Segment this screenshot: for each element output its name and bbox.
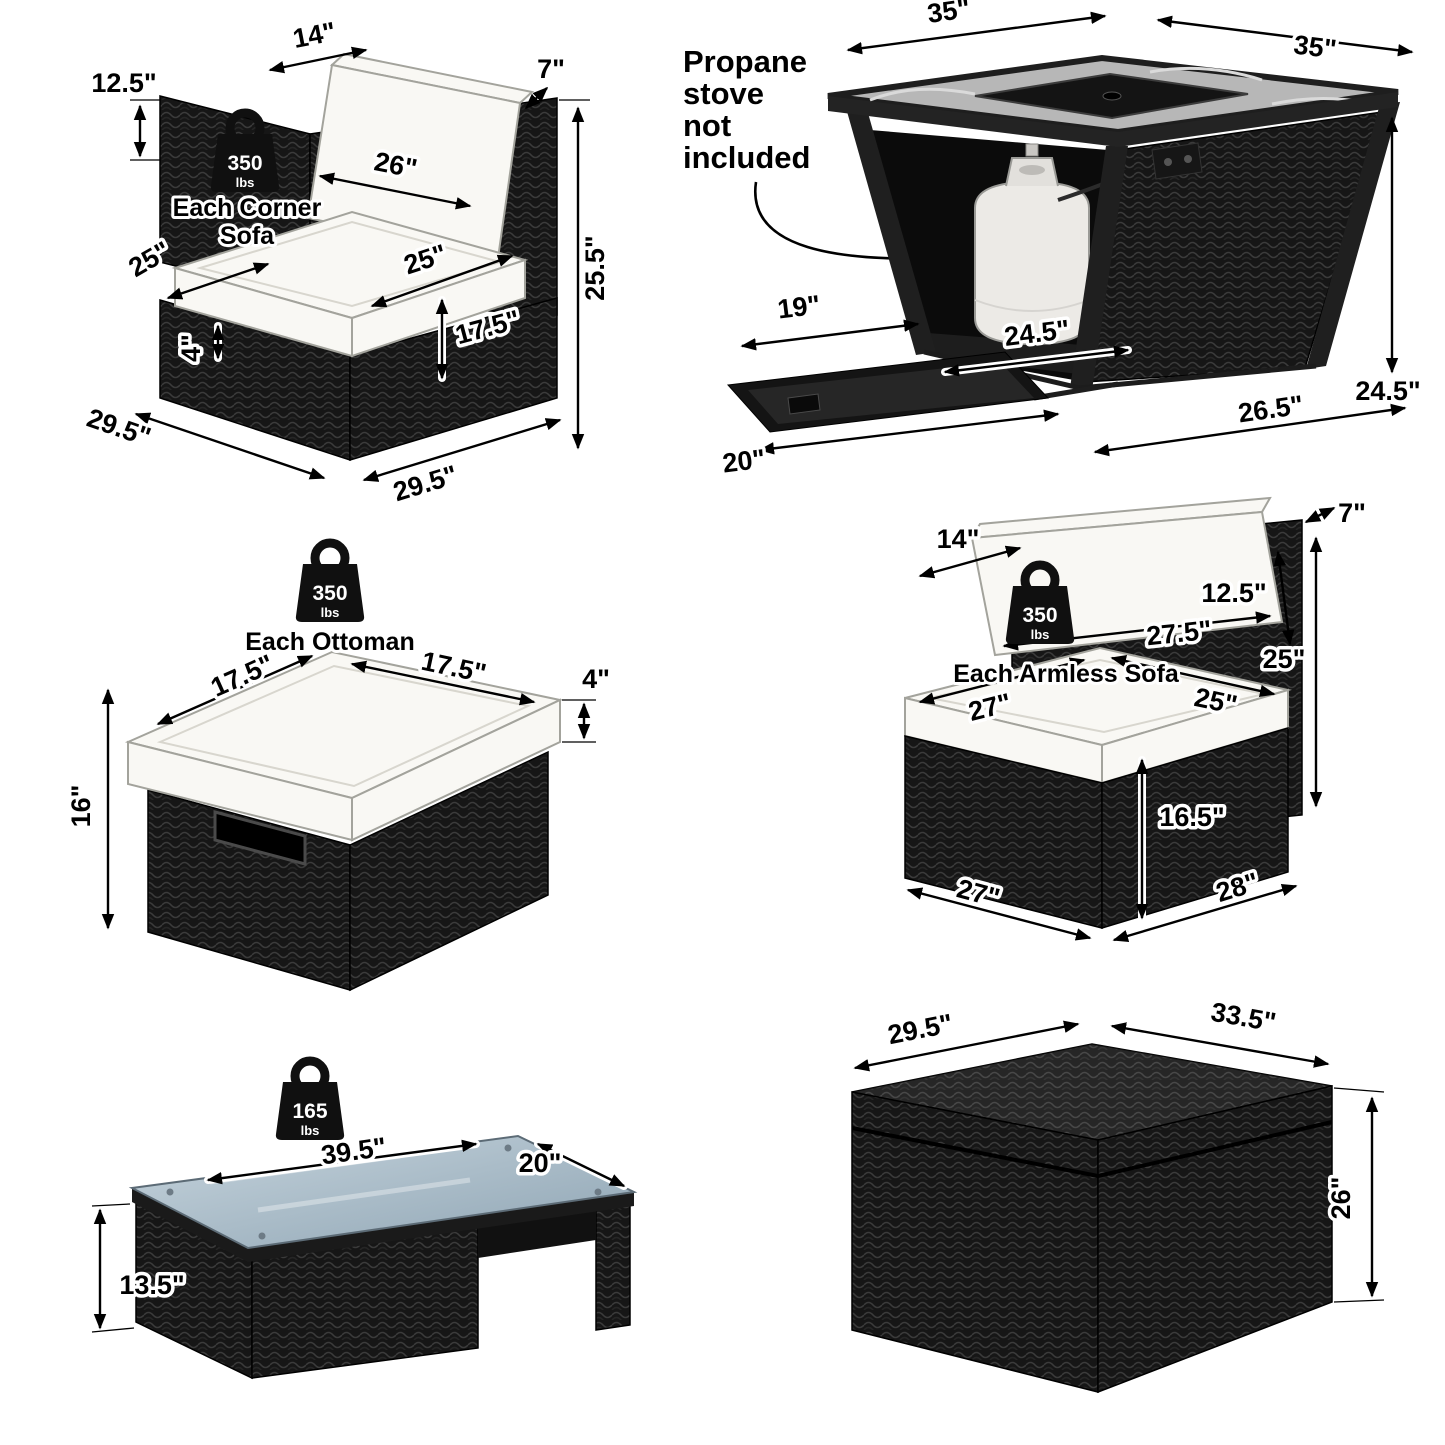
dimension-label: 12.5": [1201, 578, 1266, 608]
dimension-label: 33.5": [1209, 997, 1279, 1038]
dimension-label: 29.5": [83, 403, 155, 453]
top-edge-band-front: [248, 1192, 634, 1262]
weight-badge: 350 lbs: [210, 108, 280, 192]
weight-value: 350: [1022, 604, 1057, 627]
dimension-label: 13.5": [119, 1270, 184, 1300]
corner-sofa-panel: 12.5" 14" 7" 26" 25" 25" 4" 17.5" 25.5" …: [80, 13, 614, 511]
dimension-label: 12.5": [91, 68, 156, 98]
handle-slot: [213, 810, 307, 866]
dimension-label: 16.5": [1159, 802, 1224, 832]
dimension-label: 29.5": [885, 1008, 955, 1050]
dimension-label: 20": [721, 444, 767, 479]
dimension-label: 16": [66, 785, 96, 828]
fire-pit-right-face: [1084, 111, 1384, 383]
badge-body: [295, 564, 365, 622]
dimension-label: 7": [537, 54, 565, 84]
fire-pit-table-panel: Propane stove not included: [683, 0, 1424, 482]
weight-unit: lbs: [321, 605, 340, 620]
badge-body: [275, 1082, 345, 1140]
weight-unit: lbs: [1031, 627, 1050, 642]
dimension-label: 25.5": [580, 235, 610, 300]
ottoman-cushion-front-right: [351, 698, 561, 842]
table-right-leg: [595, 1202, 631, 1331]
badge-body: [1005, 586, 1075, 644]
note-text: stove: [683, 76, 764, 111]
propane-tank: [974, 143, 1090, 346]
base-frame-right: [1079, 363, 1317, 391]
umbrella-hole: [1102, 91, 1122, 101]
weight-value: 165: [292, 1100, 327, 1123]
weight-unit: lbs: [301, 1123, 320, 1138]
lid-seam-left: [851, 1126, 1099, 1178]
dimension-label: 29.5": [390, 459, 461, 507]
dimension-label: 24.5": [1355, 376, 1420, 406]
tank-weld-line: [974, 299, 1090, 312]
glass-corner-screws: [166, 1144, 602, 1240]
lid-seam-right: [1097, 1120, 1333, 1178]
tank-valve: [1025, 143, 1039, 157]
ottoman-base-front-right: [349, 750, 549, 992]
ottoman-panel: 17.5" 17.5" 4" 16" 350 lbs Each Ottoman: [63, 538, 613, 992]
top-edge-band-left: [828, 96, 1118, 147]
tank-handle-hole: [1019, 165, 1045, 175]
weight-badge: 350 lbs: [1005, 560, 1075, 644]
item-caption: Each Corner: [173, 194, 322, 222]
igniter-knob: [1151, 142, 1203, 180]
note-text: not: [683, 108, 731, 143]
right-leg: [1306, 102, 1400, 369]
storage-box-panel: 29.5" 33.5" 26": [851, 993, 1385, 1394]
top-edge-band-right: [1118, 92, 1398, 147]
dimension-label: 14": [290, 16, 338, 54]
tray-rail: [1033, 381, 1119, 401]
note-text: Propane: [683, 44, 807, 79]
dimension-label: 20": [519, 1148, 562, 1178]
left-leg: [846, 106, 936, 355]
storage-box-dimensions: 29.5" 33.5" 26": [853, 993, 1385, 1303]
front-leg: [1070, 146, 1128, 390]
note-text: included: [683, 140, 810, 175]
dimension-label: 14": [937, 524, 980, 554]
weight-badge: 165 lbs: [275, 1056, 345, 1140]
table-apron: [478, 1209, 596, 1258]
weight-badge: 350 lbs: [295, 538, 365, 622]
dimension-label: 4": [176, 334, 206, 362]
dimension-label: 35": [1292, 30, 1338, 65]
coffee-table-panel: 39.5" 20" 13.5" 165 lbs: [91, 1056, 638, 1380]
weight-value: 350: [312, 582, 347, 605]
tray-handle-slot: [787, 393, 821, 415]
item-caption: Sofa: [220, 222, 275, 250]
item-caption: Each Ottoman: [245, 628, 414, 656]
armless-base-front-right: [1101, 726, 1289, 930]
dimension-label: 26": [1326, 1177, 1356, 1220]
dimension-label: 19": [776, 290, 822, 325]
armless-sofa-panel: 7" 14" 12.5" 27.5" 25" 27" 25" 16.5" 27"…: [904, 495, 1369, 942]
dimension-label: 7": [1338, 498, 1366, 528]
dimension-label: 25": [1263, 644, 1306, 674]
dimension-label: 4": [582, 664, 610, 694]
badge-body: [210, 134, 280, 192]
dimension-label: 35": [925, 0, 972, 29]
item-caption: Each Armless Sofa: [953, 660, 1180, 688]
top-edge-band-left: [132, 1188, 248, 1262]
weight-unit: lbs: [236, 175, 255, 190]
weight-value: 350: [227, 152, 262, 175]
